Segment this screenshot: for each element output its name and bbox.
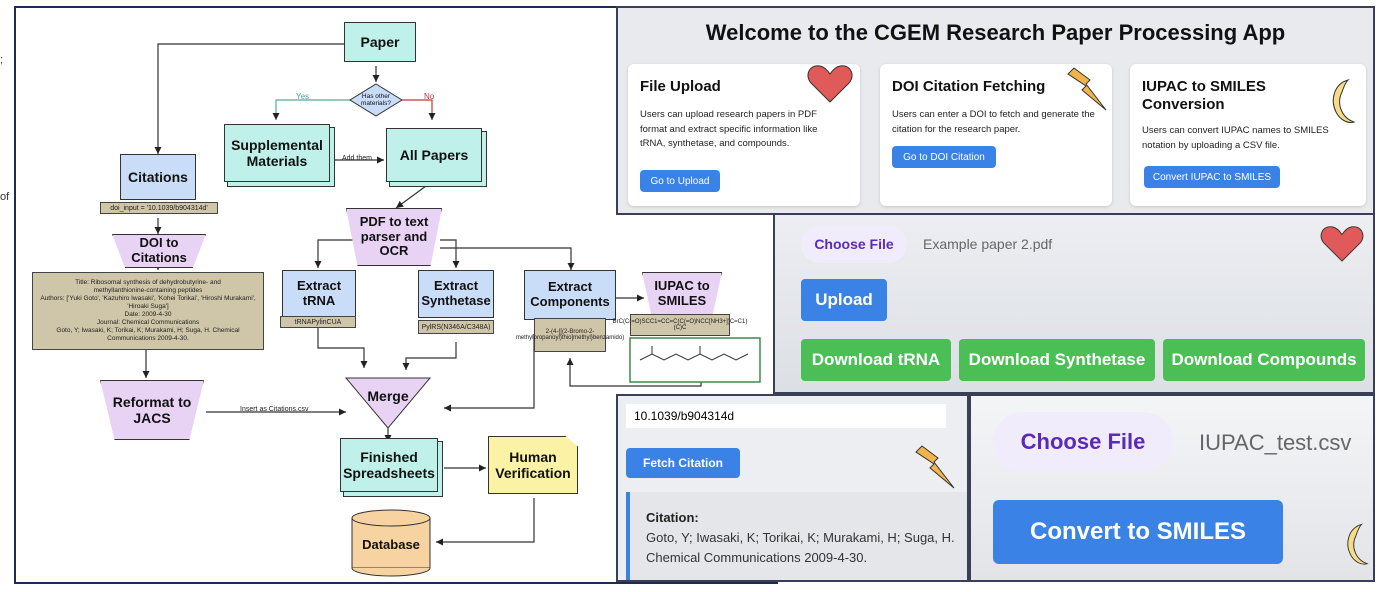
card-file-upload: File Upload Users can upload research pa…: [628, 64, 860, 206]
edge-text-fragment: of: [0, 191, 10, 203]
go-to-upload-button[interactable]: Go to Upload: [640, 170, 720, 192]
citation-tag-line: Title: Ribosomal synthesis of dehydrobut…: [75, 278, 221, 286]
choose-file-button[interactable]: Choose File: [801, 225, 907, 263]
iupac-panel: Choose File IUPAC_test.csv Convert to SM…: [969, 394, 1375, 582]
go-to-doi-citation-button[interactable]: Go to DOI Citation: [892, 146, 996, 168]
database-label: Database: [362, 536, 420, 552]
welcome-title: Welcome to the CGEM Research Paper Proce…: [705, 20, 1286, 45]
doi-to-citations-node: DOI to Citations: [112, 234, 206, 268]
decision-diamond: [349, 83, 403, 117]
doi-panel: Fetch Citation Citation: Goto, Y; Iwasak…: [616, 394, 969, 582]
citation-tag-line: Authors: ['Yuki Goto', 'Kazuhiro Iwasaki…: [40, 294, 256, 302]
citation-label: Citation:: [646, 510, 699, 525]
molecule-image-frame: [629, 337, 761, 383]
finished-spreadsheets-node: Finished Spreadsheets: [340, 438, 438, 492]
card-title: DOI Citation Fetching: [892, 78, 1046, 95]
add-them-label: Add them: [342, 155, 372, 162]
heart-icon: [807, 65, 853, 103]
card-doi-citation: DOI Citation Fetching Users can enter a …: [880, 64, 1112, 206]
citation-tag-line: Goto, Y; Iwasaki, K; Torikai, K; Murakam…: [56, 327, 240, 335]
insert-label: Insert as Citations.csv: [240, 406, 309, 413]
decision-label: Has other materials?: [361, 92, 391, 107]
molecule-drawing: [639, 346, 749, 361]
paper-node: Paper: [344, 22, 416, 62]
citations-node: Citations: [120, 154, 196, 200]
reformat-node: Reformat to JACS: [100, 380, 204, 440]
components-tag: 2-(4-{[(2-Bromo-2-methylpropanoyl)thio]m…: [516, 318, 624, 352]
merge-label: Merge: [367, 387, 409, 404]
convert-to-smiles-button[interactable]: Convert to SMILES: [993, 500, 1283, 564]
heart-icon: [1320, 226, 1364, 262]
pdf-parser-node: PDF to text parser and OCR: [346, 208, 442, 266]
human-verification-node: Human Verification: [488, 436, 578, 494]
upload-button[interactable]: Upload: [801, 279, 887, 321]
download-compounds-button[interactable]: Download Compounds: [1163, 339, 1365, 381]
file-name-label: Example paper 2.pdf: [923, 236, 1053, 252]
trna-tag: tRNAPylinCUA: [280, 316, 356, 328]
all-papers-node: All Papers: [386, 128, 482, 182]
extract-trna-node: Extract tRNA: [282, 270, 356, 318]
citation-line: Chemical Communications 2009-4-30.: [646, 550, 868, 565]
doi-input[interactable]: [626, 404, 946, 428]
citation-tag-line: methyllanthionine-containing peptides: [93, 286, 203, 294]
extract-components-node: Extract Components: [524, 270, 616, 320]
fetch-citation-button[interactable]: Fetch Citation: [626, 448, 740, 478]
card-text: Users can enter a DOI to fetch and gener…: [892, 109, 1095, 135]
citation-line: Goto, Y; Iwasaki, K; Torikai, K; Murakam…: [646, 530, 955, 545]
edge-text-fragment: ;: [0, 54, 4, 66]
choose-file-button[interactable]: Choose File: [993, 412, 1173, 472]
download-synthetase-button[interactable]: Download Synthetase: [959, 339, 1155, 381]
citation-tag-line: Date: 2009-4-30: [124, 311, 172, 318]
yes-label: Yes: [296, 92, 310, 101]
merge-triangle: [344, 377, 432, 429]
citation-tag-line: Communications 2009-4-30.: [107, 335, 189, 343]
card-title: File Upload: [640, 78, 721, 95]
smiles-tag: BrC(C(=O)SCC1=CC=C(C(=O)NCC[NH3+])C=C1)(…: [613, 314, 747, 336]
card-iupac-smiles: IUPAC to SMILES Conversion Users can con…: [1130, 64, 1366, 206]
moon-icon: [1347, 523, 1369, 565]
card-title: IUPAC to SMILES Conversion: [1142, 78, 1266, 113]
card-text: Users can upload research papers in PDF …: [640, 109, 818, 150]
no-label: No: [424, 92, 435, 101]
lightning-icon: [1067, 67, 1107, 111]
upload-panel: Choose File Example paper 2.pdf Upload D…: [773, 213, 1375, 394]
file-name-label: IUPAC_test.csv: [1199, 430, 1352, 455]
download-trna-button[interactable]: Download tRNA: [801, 339, 951, 381]
lightning-icon: [915, 445, 955, 489]
citation-tag-line: Journal: Chemical Communications: [96, 319, 200, 327]
synthetase-tag: PylRS(N346A/C348A): [418, 320, 494, 334]
supplemental-node: Supplemental Materials: [224, 124, 330, 182]
welcome-panel: Welcome to the CGEM Research Paper Proce…: [616, 6, 1375, 215]
flowchart-connectors: [142, 43, 761, 577]
citation-result-box: Citation: Goto, Y; Iwasaki, K; Torikai, …: [626, 492, 967, 580]
extract-synthetase-node: Extract Synthetase: [418, 270, 494, 318]
citation-result-tag: Title: Ribosomal synthesis of dehydrobut…: [32, 272, 264, 350]
citation-tag-line: 'Hiroaki Suga']: [127, 302, 169, 310]
doi-input-tag: doi_input = '10.1039/b904314d': [100, 202, 218, 214]
convert-iupac-button[interactable]: Convert IUPAC to SMILES: [1144, 166, 1280, 188]
card-text: Users can convert IUPAC names to SMILES …: [1142, 125, 1329, 151]
moon-icon: [1332, 78, 1356, 123]
database-cylinder: [351, 509, 431, 577]
iupac-to-smiles-node: IUPAC to SMILES: [642, 272, 722, 316]
